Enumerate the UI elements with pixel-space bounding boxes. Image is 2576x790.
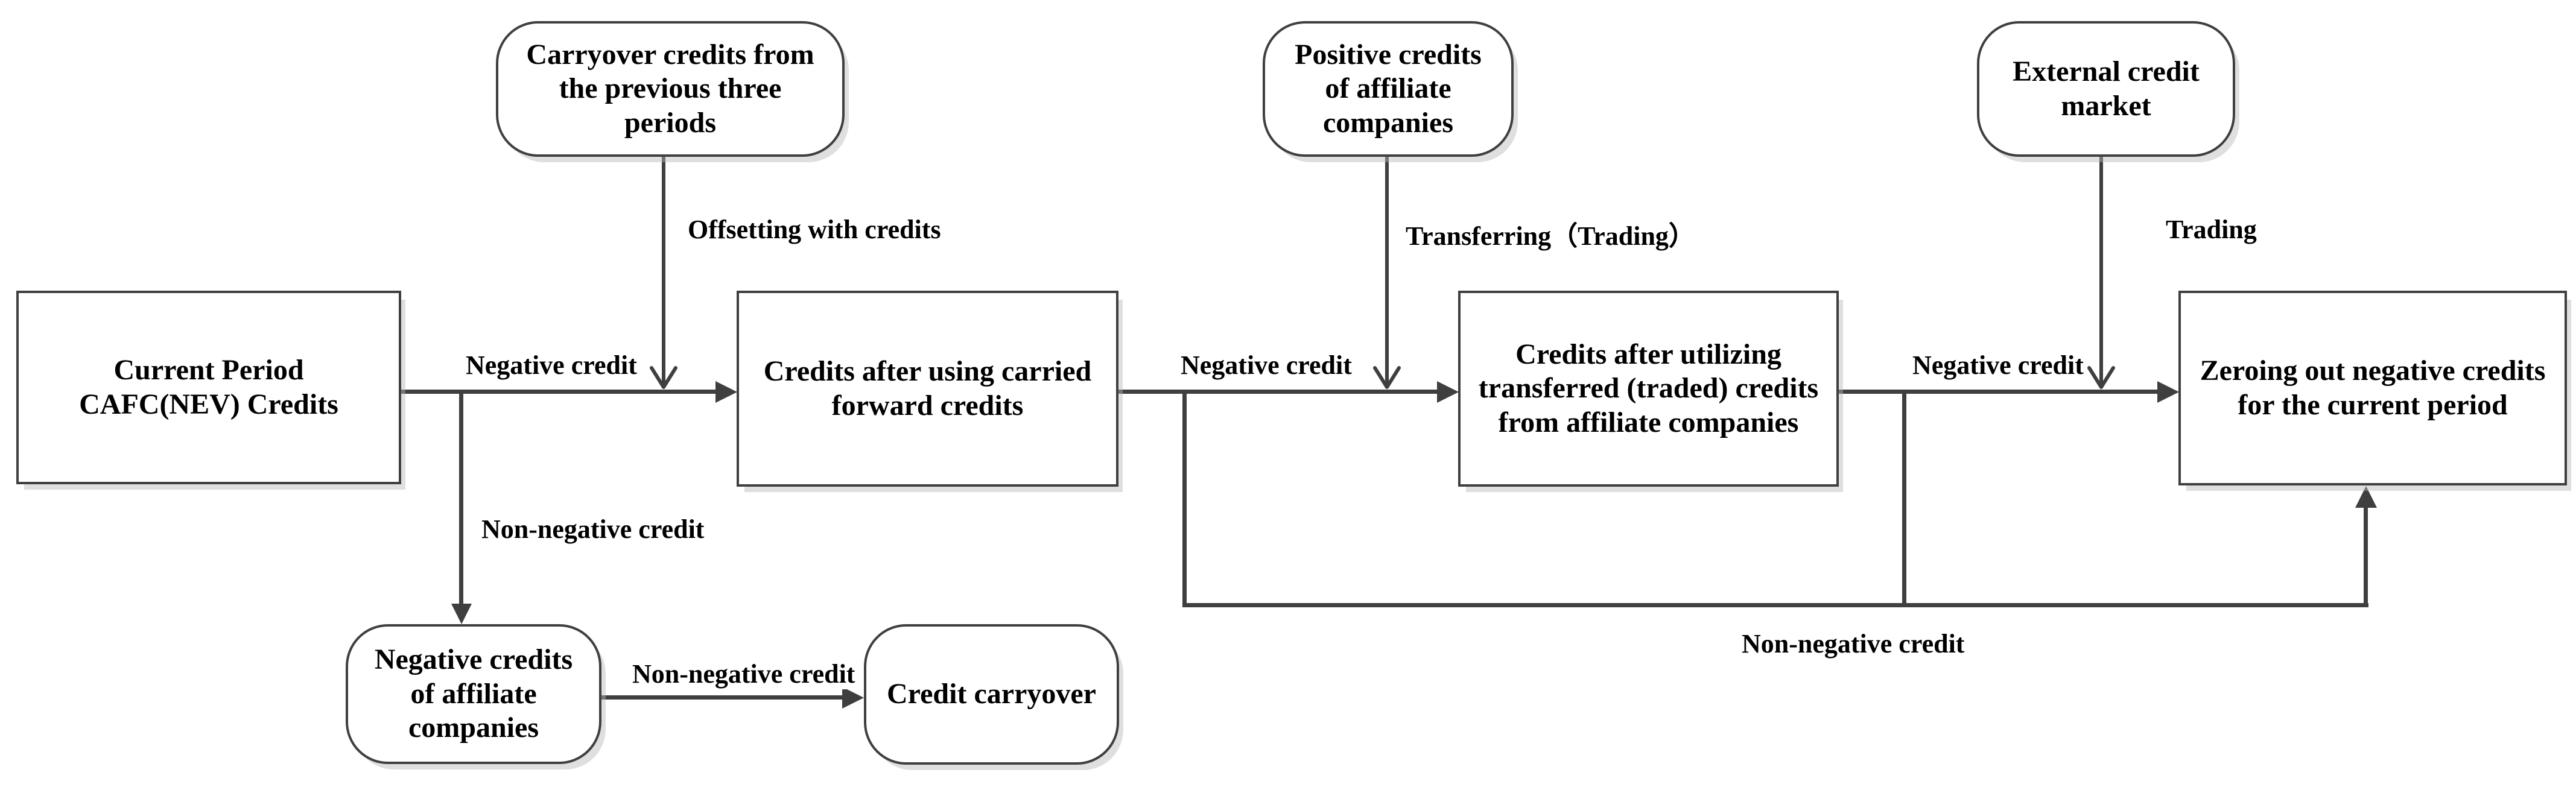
arrowhead-right-icon (842, 687, 864, 709)
edge-label-transferring: Transferring（Trading） (1406, 214, 1695, 253)
node-negative-affiliate: Negative credits of affiliate companies (346, 624, 601, 764)
node-external-market: External credit market (1977, 21, 2235, 157)
edge-label-nonnegative-bottom: Non-negative credit (1742, 628, 1965, 659)
node-after-carryforward: Credits after using carried forward cred… (737, 291, 1118, 487)
node-label: Zeroing out negative credits for the cur… (2200, 354, 2546, 421)
node-label: External credit market (2013, 55, 2200, 122)
node-label: Negative credits of affiliate companies (374, 643, 573, 744)
node-label: Carryover credits from the previous thre… (526, 38, 814, 139)
node-label: Credits after using carried forward cred… (763, 355, 1092, 422)
edge-label-trading: Trading (2166, 214, 2257, 245)
node-label: Credits after utilizing transferred (tra… (1478, 338, 1819, 438)
node-carryover-previous: Carryover credits from the previous thre… (496, 21, 845, 157)
edge-label-nonnegative-down: Non-negative credit (481, 514, 705, 545)
edge-nonnegative-bottom (1182, 603, 2368, 607)
node-positive-affiliate: Positive credits of affiliate companies (1263, 21, 1514, 157)
edge-label-negative-2: Negative credit (1181, 350, 1352, 381)
edge-branch-nonnegative-down (459, 390, 463, 604)
edge-affiliate-to-carryover (601, 695, 843, 700)
edge-label-offsetting: Offsetting with credits (688, 214, 941, 245)
edge-label-negative-3: Negative credit (1912, 350, 2084, 381)
node-credit-carryover: Credit carryover (864, 624, 1119, 765)
edge-carryforward-to-affiliate (1117, 390, 1438, 394)
edge-branch3-down (1902, 390, 1906, 607)
chevron-down-icon (2087, 366, 2115, 389)
arrowhead-up-icon (2355, 486, 2377, 508)
edge-label-negative-1: Negative credit (466, 350, 637, 381)
node-label: Credit carryover (887, 678, 1096, 710)
edge-affiliate-to-zeroing (1838, 390, 2159, 394)
node-label: Current Period CAFC(NEV) Credits (79, 353, 338, 420)
edge-trading-down (2099, 156, 2103, 388)
arrowhead-right-icon (2157, 381, 2179, 403)
edge-riser-up (2364, 507, 2368, 607)
node-current-period: Current Period CAFC(NEV) Credits (16, 291, 401, 484)
node-after-affiliate: Credits after utilizing transferred (tra… (1458, 291, 1839, 487)
arrowhead-right-icon (1437, 381, 1459, 403)
edge-branch2-down (1182, 390, 1187, 607)
node-label: Positive credits of affiliate companies (1295, 38, 1482, 139)
arrowhead-down-icon (451, 604, 472, 624)
edge-current-to-carryforward (400, 390, 717, 394)
chevron-down-icon (650, 366, 677, 389)
edge-label-nonnegative-carry: Non-negative credit (632, 659, 855, 689)
arrowhead-right-icon (715, 381, 737, 403)
chevron-down-icon (1373, 366, 1401, 389)
edge-carryover-down (662, 156, 665, 388)
edge-positive-down (1385, 156, 1389, 388)
node-zeroing: Zeroing out negative credits for the cur… (2178, 291, 2567, 485)
